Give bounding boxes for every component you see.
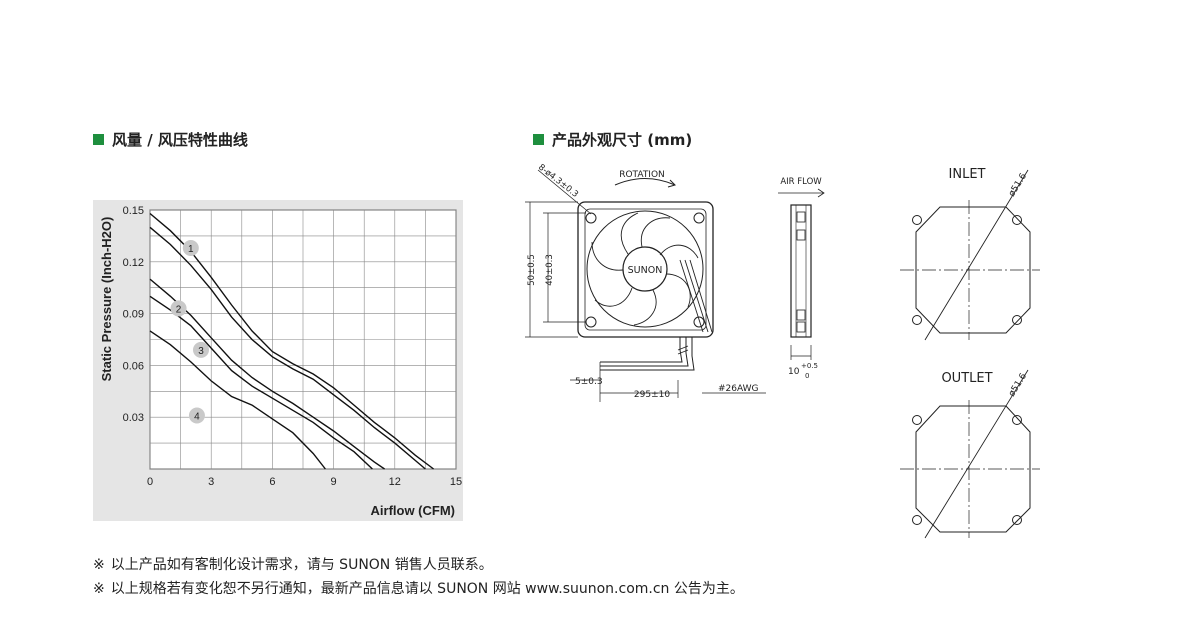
dim-5-label: 5±0.3 [575, 377, 603, 387]
x-tick-label: 0 [147, 476, 153, 488]
mount-hole-icon [693, 212, 705, 224]
x-tick-label: 3 [208, 476, 214, 488]
y-tick-label: 0.09 [123, 309, 144, 321]
green-square-icon [533, 134, 544, 145]
rotation-label: ROTATION [619, 170, 665, 180]
y-tick-label: 0.06 [123, 360, 144, 372]
series-line-5 [149, 330, 326, 470]
curve-label-badge [193, 341, 209, 358]
dim-10-tol-lower: 0 [805, 372, 809, 380]
airflow-label: AIR FLOW [780, 177, 822, 187]
footnote-1: ※ 以上产品如有客制化设计需求，请与 SUNON 销售人员联系。 [93, 554, 499, 574]
dim-50-label: 50±0.5 [527, 254, 537, 285]
mount-hole-icon [585, 316, 597, 328]
dim-10-tol-upper: +0.5 [801, 362, 818, 370]
x-tick-label: 9 [331, 476, 337, 488]
series-line-1 [149, 212, 435, 470]
curve-label-text: 1 [188, 244, 194, 255]
brand-label: SUNON [628, 265, 663, 276]
dimension-drawing: ROTATION SUNON 8-ø4.3±0.3 50±0.5 40±0.3 … [525, 162, 1040, 539]
dim-295-label: 295±10 [634, 390, 670, 400]
series-line-3 [149, 278, 385, 470]
y-axis-label: Static Pressure (Inch-H2O) [99, 217, 114, 382]
y-tick-label: 0.12 [123, 257, 144, 269]
green-square-icon [93, 134, 104, 145]
dim-40-label: 40±0.3 [545, 254, 555, 285]
note-text: 以上规格若有变化恕不另行通知，最新产品信息请以 SUNON 网站 www.suu… [110, 581, 744, 597]
curve-title-text: 风量 / 风压特性曲线 [112, 131, 248, 149]
x-tick-label: 15 [450, 476, 462, 488]
fan-blade-icon [591, 212, 699, 326]
mount-hole-icon [693, 316, 705, 328]
outlet-dia-label: ø51.6 [1007, 371, 1029, 398]
curve-label-badge [170, 300, 187, 317]
series-line-2 [149, 226, 426, 470]
note-text: 以上产品如有客制化设计需求，请与 SUNON 销售人员联系。 [110, 557, 493, 573]
fan-side-view [778, 188, 825, 360]
curve-section-title: 风量 / 风压特性曲线 [93, 129, 248, 150]
x-axis-label: Airflow (CFM) [371, 503, 455, 518]
hole-dim-label: 8-ø4.3±0.3 [536, 162, 580, 199]
curve-label-text: 3 [198, 346, 204, 357]
dim-title-text: 产品外观尺寸 (mm) [552, 131, 693, 149]
curve-label-badge [188, 407, 205, 424]
x-tick-label: 12 [389, 476, 401, 488]
x-tick-label: 6 [269, 476, 275, 488]
inlet-view [900, 169, 1040, 341]
outlet-view [900, 369, 1040, 539]
dim-awg-label: #26AWG [718, 384, 759, 394]
series-line-4 [149, 295, 373, 470]
curve-label-text: 2 [176, 304, 182, 315]
mount-hole-icon [585, 212, 597, 224]
inlet-dia-label: ø51.6 [1007, 171, 1029, 198]
fan-front-view [525, 169, 766, 402]
note-mark: ※ [93, 581, 105, 597]
y-tick-label: 0.03 [123, 412, 144, 424]
y-tick-label: 0.15 [123, 205, 144, 217]
curve-label-badge [182, 239, 199, 256]
curve-label-text: 4 [194, 411, 200, 422]
dim-10-label: 10 [788, 367, 800, 377]
dimension-section-title: 产品外观尺寸 (mm) [533, 129, 692, 150]
inlet-label: INLET [949, 167, 986, 182]
outlet-label: OUTLET [941, 371, 992, 386]
footnote-2: ※ 以上规格若有变化恕不另行通知，最新产品信息请以 SUNON 网站 www.su… [93, 578, 750, 598]
note-mark: ※ [93, 557, 105, 573]
